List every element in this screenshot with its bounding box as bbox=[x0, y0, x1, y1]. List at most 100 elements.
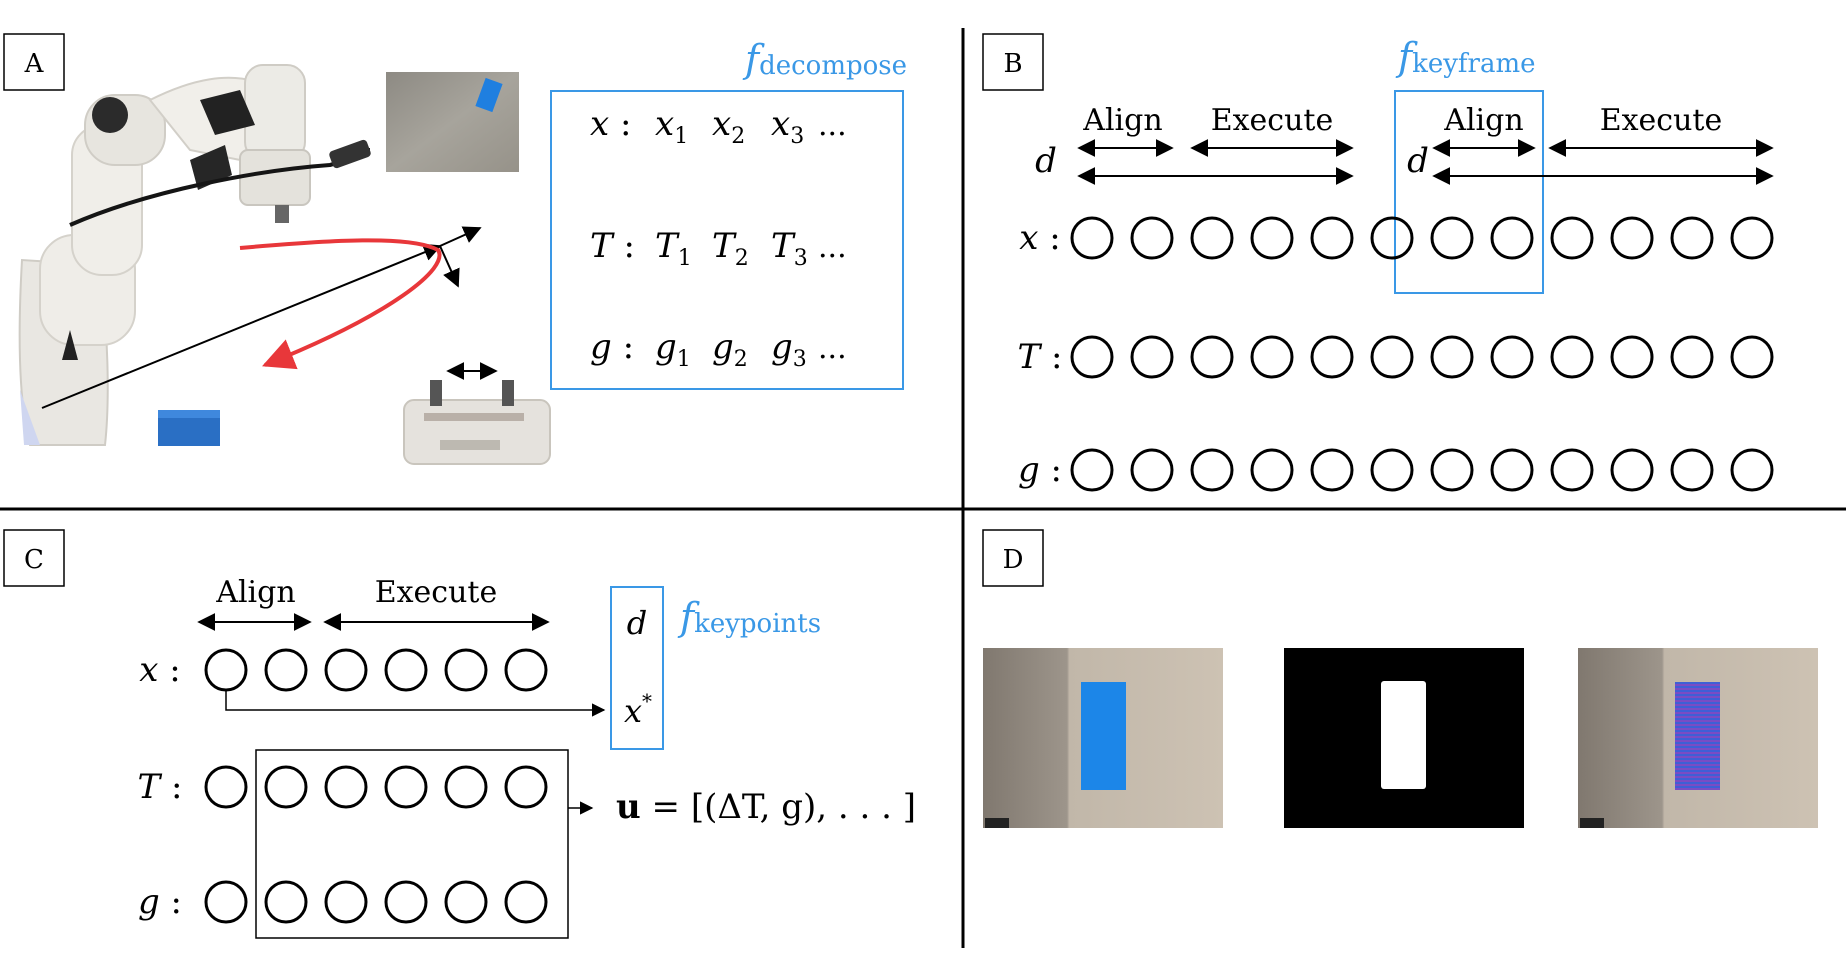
timestep-circle bbox=[324, 765, 368, 809]
panel-a-label: A bbox=[24, 49, 45, 79]
timestep-circle bbox=[1670, 216, 1714, 260]
timestep-circle bbox=[1610, 216, 1654, 260]
timestep-circle bbox=[1070, 335, 1114, 379]
decompose-item: x1 bbox=[655, 104, 688, 149]
panel-b: B fkeyframe Align Execute Align Execute d d x… bbox=[982, 33, 1774, 492]
panel-b-label: B bbox=[1003, 49, 1022, 79]
timeline-row-label: g : bbox=[138, 882, 182, 922]
decompose-row-label: g : bbox=[590, 327, 634, 367]
phase-label: Align bbox=[1082, 103, 1162, 138]
decompose-item: x2 bbox=[712, 104, 745, 149]
camera-image bbox=[386, 72, 519, 172]
panel-d-label: D bbox=[1003, 545, 1024, 575]
action-box bbox=[255, 749, 569, 939]
timestep-circle bbox=[1370, 216, 1414, 260]
timestep-circle bbox=[1130, 448, 1174, 492]
timestep-circle bbox=[324, 880, 368, 924]
timestep-circle bbox=[324, 648, 368, 692]
timestep-circle bbox=[1610, 335, 1654, 379]
timestep-circle bbox=[1430, 216, 1474, 260]
axis-arrow-down bbox=[439, 245, 460, 288]
timeline-row-label: x : bbox=[1019, 218, 1060, 258]
timestep-circle bbox=[1310, 448, 1354, 492]
keypoint-connector bbox=[225, 690, 606, 717]
overlay-image bbox=[1578, 648, 1818, 828]
mask-image bbox=[1284, 648, 1524, 828]
timestep-circle bbox=[1130, 335, 1174, 379]
timestep-circle bbox=[1550, 335, 1594, 379]
timestep-circle bbox=[264, 765, 308, 809]
keyframe-box bbox=[1394, 90, 1544, 294]
timestep-circle bbox=[264, 880, 308, 924]
phase-label: Execute bbox=[1600, 103, 1723, 138]
panel-d-label-box bbox=[982, 529, 1044, 587]
d-label: d bbox=[1407, 141, 1429, 181]
timestep-circle bbox=[204, 648, 248, 692]
decompose-ellipsis: ... bbox=[818, 108, 847, 143]
keypoint-x-star: x* bbox=[624, 689, 652, 730]
panel-c-label: C bbox=[24, 545, 44, 575]
timestep-circle bbox=[1730, 216, 1774, 260]
decompose-item: g1 bbox=[655, 327, 691, 372]
timestep-circle bbox=[1490, 335, 1534, 379]
panel-c-label-box bbox=[3, 529, 65, 587]
action-equation: u = [(ΔT, g), . . . ] bbox=[616, 787, 916, 827]
timestep-circle bbox=[444, 648, 488, 692]
timestep-circle bbox=[1310, 216, 1354, 260]
decompose-item: g3 bbox=[771, 327, 807, 372]
f-keypoints-label: fkeypoints bbox=[677, 595, 821, 639]
trajectory-curve bbox=[239, 238, 442, 370]
f-keyframe-label: fkeyframe bbox=[1395, 35, 1536, 79]
decompose-row-label: T : bbox=[590, 226, 635, 266]
timestep-circle bbox=[444, 765, 488, 809]
timestep-circle bbox=[204, 765, 248, 809]
decompose-ellipsis: ... bbox=[818, 331, 847, 366]
timestep-circle bbox=[1490, 216, 1534, 260]
decompose-item: x3 bbox=[771, 104, 804, 149]
timestep-circle bbox=[504, 648, 548, 692]
timestep-circle bbox=[1250, 216, 1294, 260]
panel-d: D bbox=[982, 529, 1818, 828]
decompose-ellipsis: ... bbox=[818, 230, 847, 265]
timestep-circle bbox=[1670, 335, 1714, 379]
timestep-circle bbox=[1610, 448, 1654, 492]
timestep-circle bbox=[384, 880, 428, 924]
timestep-circle bbox=[384, 648, 428, 692]
phase-label: Align bbox=[215, 575, 295, 610]
timestep-circle bbox=[384, 765, 428, 809]
phase-label: Align bbox=[1443, 103, 1523, 138]
timestep-circle bbox=[1130, 216, 1174, 260]
keypoint-d: d bbox=[627, 604, 647, 642]
timestep-circle bbox=[1250, 448, 1294, 492]
timestep-circle bbox=[1730, 335, 1774, 379]
timestep-circle bbox=[1370, 448, 1414, 492]
end-effector-axis-line bbox=[41, 243, 442, 409]
decompose-item: g2 bbox=[712, 327, 748, 372]
timestep-circle bbox=[1550, 448, 1594, 492]
decompose-item: T2 bbox=[712, 226, 749, 271]
keypoints-box bbox=[610, 586, 664, 750]
timeline-row-label: g : bbox=[1018, 450, 1062, 490]
timestep-circle bbox=[1430, 335, 1474, 379]
timestep-circle bbox=[1070, 448, 1114, 492]
timeline-row-label: T : bbox=[1018, 337, 1063, 377]
rgb-image bbox=[983, 648, 1223, 828]
phase-label: Execute bbox=[1211, 103, 1334, 138]
timestep-circle bbox=[1430, 448, 1474, 492]
timestep-circle bbox=[204, 880, 248, 924]
timestep-circle bbox=[264, 648, 308, 692]
panel-a: A bbox=[3, 33, 907, 465]
axis-arrow-up bbox=[439, 226, 482, 247]
phase-label: Execute bbox=[375, 575, 498, 610]
timestep-circle bbox=[1250, 335, 1294, 379]
decompose-row-label: x : bbox=[590, 104, 631, 144]
robot-arm-image bbox=[18, 64, 371, 446]
timestep-circle bbox=[1370, 335, 1414, 379]
panel-b-label-box bbox=[982, 33, 1044, 91]
timestep-circle bbox=[444, 880, 488, 924]
blue-block bbox=[158, 410, 220, 446]
timestep-circle bbox=[1190, 448, 1234, 492]
timestep-circle bbox=[1070, 216, 1114, 260]
d-label: d bbox=[1035, 141, 1057, 181]
